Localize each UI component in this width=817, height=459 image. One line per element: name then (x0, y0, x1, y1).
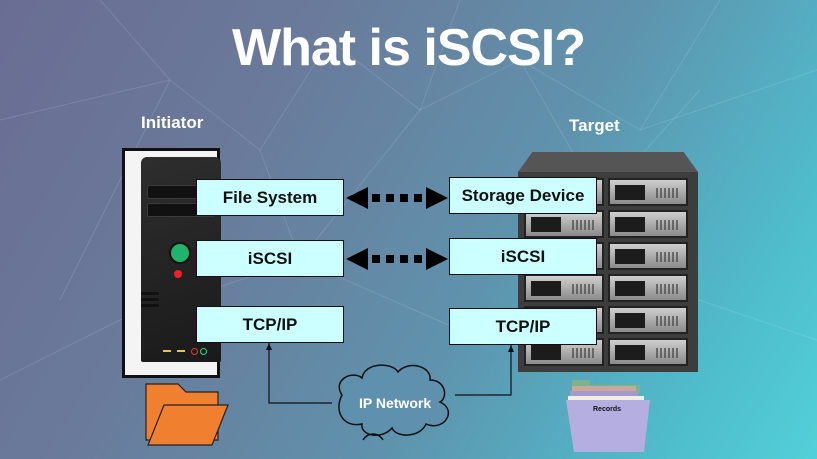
power-button-icon (169, 242, 191, 264)
initiator-tcpip-box: TCP/IP (196, 306, 344, 343)
server-rack-top (518, 152, 698, 172)
page-title: What is iSCSI? (232, 19, 586, 77)
target-iscsi-box: iSCSI (449, 238, 597, 275)
ip-network-label: IP Network (359, 395, 432, 411)
initiator-label: Initiator (141, 113, 204, 132)
initiator-iscsi-box: iSCSI (196, 240, 344, 277)
target-tcpip-box: TCP/IP (449, 308, 597, 345)
records-label: Records (593, 406, 622, 413)
target-label: Target (569, 116, 620, 135)
target-storage-device-box: Storage Device (449, 177, 597, 214)
initiator-file-system-box: File System (196, 179, 344, 216)
